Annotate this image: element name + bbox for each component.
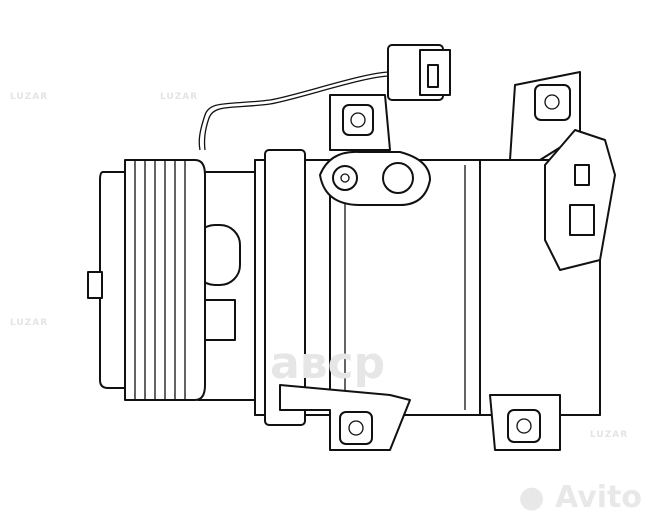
brand-watermark: LUZAR — [10, 318, 49, 328]
avito-logo-watermark: ● Avito — [518, 480, 642, 515]
service-fitting — [544, 129, 616, 271]
brand-watermark: LUZAR — [10, 92, 49, 102]
brand-watermark: LUZAR — [160, 92, 199, 102]
center-logo-watermark: авср — [270, 338, 386, 389]
brand-watermark: LUZAR — [590, 430, 629, 440]
clutch-plate — [99, 171, 126, 389]
front-housing — [197, 171, 256, 401]
sensor-wire — [198, 71, 396, 151]
